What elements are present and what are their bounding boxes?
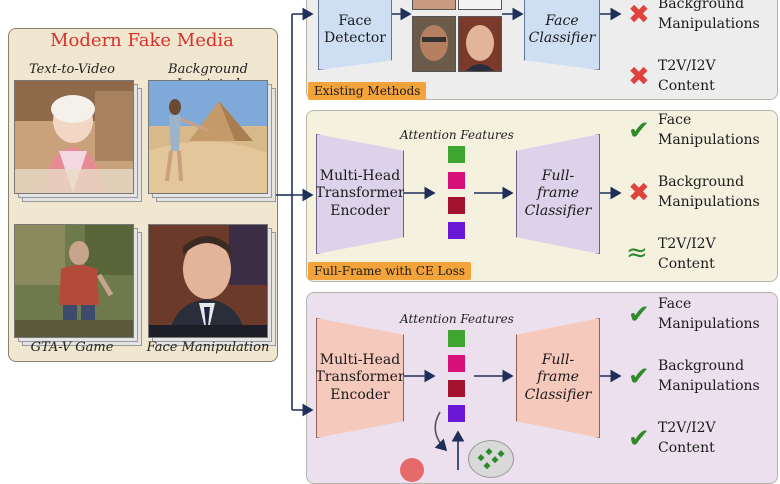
check-icon: ✔ (628, 362, 650, 392)
caption-gta-v: GTA-V Game (30, 340, 114, 355)
attention-features-label-2: Attention Features (400, 128, 514, 142)
background-inpainted-thumbnail (148, 80, 268, 194)
cluster-icon (468, 440, 514, 478)
check-icon: ✔ (628, 116, 650, 146)
attention-square (448, 330, 465, 347)
attention-square (448, 197, 465, 214)
attention-square (448, 380, 465, 397)
attention-square (448, 172, 465, 189)
result-background-manipulations-2: Background Manipulations (658, 174, 760, 211)
existing-methods-tag: Existing Methods (308, 82, 427, 100)
result-background-manipulations-3: Background Manipulations (658, 358, 760, 395)
full-frame-ce-tag: Full-Frame with CE Loss (308, 262, 472, 280)
face-crop-3 (412, 16, 456, 72)
attention-features-label-3: Attention Features (400, 312, 514, 326)
attention-square (448, 146, 465, 163)
attention-square (448, 355, 465, 372)
full-frame-classifier-block-2: Full-frame Classifier (516, 134, 600, 254)
face-crop-4 (458, 16, 502, 72)
attention-square (448, 222, 465, 239)
face-classifier-label: Face Classifier (528, 12, 596, 47)
transformer-encoder-label-2: Multi-Head Transformer Encoder (315, 167, 405, 219)
result-face-manipulations-3: Face Manipulations (658, 296, 760, 333)
text-to-video-thumbnail (14, 80, 134, 194)
connector-lines (276, 7, 622, 470)
face-detector-block: Face Detector (318, 0, 392, 70)
face-manipulation-thumbnail (148, 224, 268, 338)
face-detector-label: Face Detector (323, 12, 386, 47)
transformer-encoder-label-3: Multi-Head Transformer Encoder (315, 351, 405, 403)
result-t2v-content-1: T2V/I2V Content (658, 58, 716, 95)
full-frame-classifier-label-3: Full-frame Classifier (524, 351, 592, 403)
cross-icon: ✖ (628, 62, 650, 92)
result-t2v-content-2: T2V/I2V Content (658, 236, 716, 273)
attention-square (448, 405, 465, 422)
face-crop-2 (458, 0, 502, 10)
result-t2v-content-3: T2V/I2V Content (658, 420, 716, 457)
caption-face-manipulation: Face Manipulation (146, 340, 270, 355)
approx-icon: ≈ (626, 238, 648, 268)
full-frame-classifier-block-3: Full-frame Classifier (516, 318, 600, 438)
full-frame-classifier-label-2: Full-frame Classifier (524, 167, 592, 219)
result-face-manipulations-2: Face Manipulations (658, 112, 760, 149)
loss-indicator-icon (400, 458, 424, 482)
caption-text-to-video: Text-to-Video (29, 62, 115, 77)
cross-icon: ✖ (628, 0, 650, 30)
result-background-manipulations-1: Background Manipulations (658, 0, 760, 33)
left-panel-title: Modern Fake Media (50, 30, 234, 51)
face-crop-1 (412, 0, 456, 10)
face-classifier-block: Face Classifier (524, 0, 600, 70)
gta-v-thumbnail (14, 224, 134, 338)
check-icon: ✔ (628, 424, 650, 454)
cross-icon: ✖ (628, 178, 650, 208)
transformer-encoder-block-2: Multi-Head Transformer Encoder (316, 134, 404, 254)
transformer-encoder-block-3: Multi-Head Transformer Encoder (316, 318, 404, 438)
check-icon: ✔ (628, 300, 650, 330)
